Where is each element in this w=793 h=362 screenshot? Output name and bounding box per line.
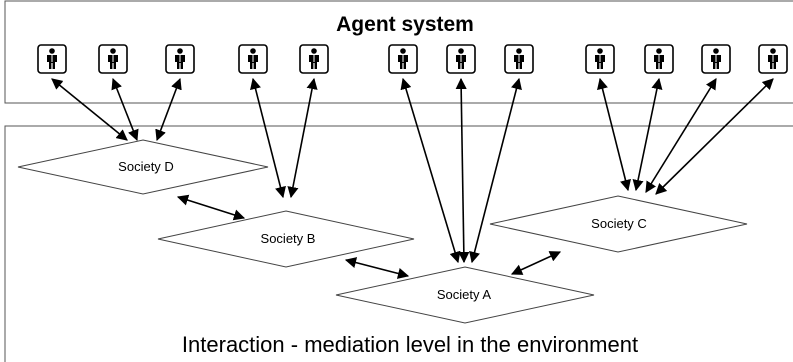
society-d-label: Society D	[118, 159, 174, 174]
agent-1	[37, 44, 67, 74]
person-icon	[768, 48, 778, 69]
agent-7	[446, 44, 476, 74]
agent-society-link	[155, 77, 182, 142]
person-icon	[398, 48, 408, 69]
agent-8	[504, 44, 534, 74]
agent-5	[299, 44, 329, 74]
interaction-links	[51, 77, 774, 279]
agent-society-link	[469, 77, 522, 264]
society-c-shape	[489, 195, 748, 253]
society-a-label: Society A	[437, 287, 492, 302]
person-icon	[456, 48, 466, 69]
person-icon	[711, 48, 721, 69]
environment-caption: Interaction - mediation level in the env…	[182, 332, 638, 357]
society-c-label: Society C	[591, 216, 647, 231]
agent-9	[585, 44, 615, 74]
person-icon	[654, 48, 664, 69]
agent-2	[98, 44, 128, 74]
society-d: Society D	[17, 139, 269, 195]
agent-society-link	[455, 77, 470, 264]
agent-6	[388, 44, 418, 74]
society-b: Society B	[157, 210, 415, 268]
agent-12	[758, 44, 788, 74]
agents	[37, 44, 788, 74]
agent-10	[644, 44, 674, 74]
agent-society-link	[287, 77, 318, 199]
person-icon	[175, 48, 185, 69]
person-icon	[108, 48, 118, 69]
person-icon	[514, 48, 524, 69]
agent-system-title: Agent system	[336, 13, 474, 36]
society-d-shape	[17, 139, 269, 195]
person-icon	[595, 48, 605, 69]
agent-society-link	[655, 78, 774, 195]
society-c: Society C	[489, 195, 748, 253]
agent-society-link	[111, 77, 139, 142]
agent-society-link	[250, 77, 286, 199]
agent-11	[701, 44, 731, 74]
society-b-shape	[157, 210, 415, 268]
person-icon	[47, 48, 57, 69]
agent-3	[165, 44, 195, 74]
society-a-c-link	[510, 251, 562, 275]
society-a-shape	[335, 266, 595, 324]
agent-society-link	[400, 77, 461, 264]
society-b-a-link	[344, 257, 410, 279]
society-d-b-link	[176, 194, 246, 221]
person-icon	[248, 48, 258, 69]
society-a: Society A	[335, 266, 595, 324]
society-b-label: Society B	[261, 231, 316, 246]
agent-4	[238, 44, 268, 74]
person-icon	[309, 48, 319, 69]
agent-society-link	[597, 77, 631, 192]
